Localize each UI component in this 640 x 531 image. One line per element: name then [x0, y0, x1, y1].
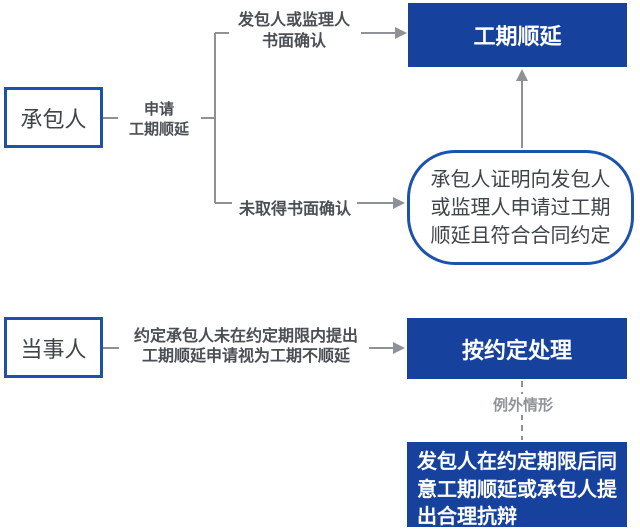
party-flow-connectors: [103, 342, 523, 440]
exception-case-box: 发包人在约定期限后同 意工期顺延或承包人提 出合理抗辩: [407, 442, 627, 528]
agreed-deadline-rule-label: 约定承包人未在约定期限内提出 工期顺延申请视为工期不顺延: [133, 328, 358, 366]
schedule-extension-result-label: 工期顺延: [473, 24, 562, 49]
no-written-confirmation-label: 未取得书面确认: [238, 201, 351, 218]
handle-per-agreement-result-box: 按约定处理: [407, 318, 627, 379]
arrowhead-rule-right-icon: [393, 342, 405, 354]
arrowhead-proof-up-icon: [516, 69, 528, 81]
branch-bracket: [201, 32, 232, 204]
exception-case-box-label: 发包人在约定期限后同 意工期顺延或承包人提 出合理抗辩: [417, 451, 617, 529]
contractor-flow-connectors: [103, 27, 528, 209]
schedule-extension-result-box: 工期顺延: [408, 3, 627, 67]
apply-extension-label: 申请 工期顺延: [128, 101, 189, 139]
contractor-box-label: 承包人: [20, 106, 87, 132]
written-confirmation-label: 发包人或监理人 书面确认: [237, 12, 350, 50]
party-box: 当事人: [4, 317, 103, 378]
exception-case-label: 例外情形: [481, 394, 565, 415]
contractor-box: 承包人: [4, 87, 103, 148]
contractor-proof-condition-box: 承包人证明向发包人 或监理人申请过工期 顺延且符合合同约定: [407, 150, 634, 265]
handle-per-agreement-result-label: 按约定处理: [461, 337, 572, 363]
contractor-proof-condition-label: 承包人证明向发包人 或监理人申请过工期 顺延且符合合同约定: [430, 168, 611, 247]
arrowhead-confirmed-right-icon: [395, 27, 407, 39]
arrowhead-unconfirmed-right-icon: [393, 197, 405, 209]
party-box-label: 当事人: [20, 336, 87, 362]
